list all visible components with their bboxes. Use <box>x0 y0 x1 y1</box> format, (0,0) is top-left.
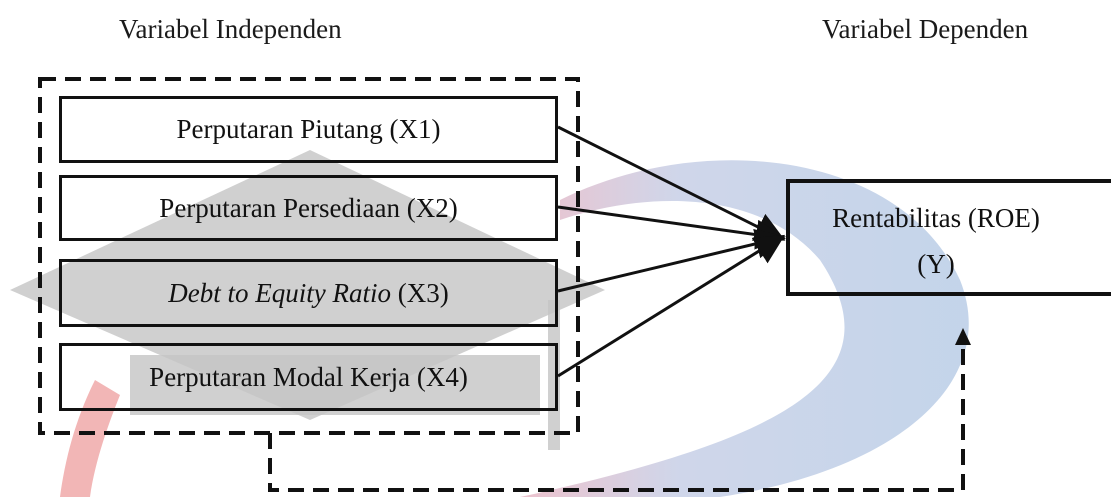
variable-label-x2: Perputaran Persediaan <box>159 192 400 223</box>
arrow-simultaneous-to-y <box>268 340 965 492</box>
watermark-cap-base <box>130 355 540 415</box>
variable-box-x2: Perputaran Persediaan (X2) <box>59 175 558 241</box>
variable-code-x4: (X4) <box>416 361 468 392</box>
dependent-code: (Y) <box>917 249 955 279</box>
variable-label-x1: Perputaran Piutang <box>176 114 383 144</box>
independent-group-border <box>38 77 580 435</box>
variable-code-x2: (X2) <box>406 192 458 223</box>
arrow-x2-to-y <box>557 205 786 250</box>
independent-heading: Variabel Independen <box>119 14 342 44</box>
arrow-x3-to-y <box>557 228 786 293</box>
variable-code-x3: (X3) <box>397 277 449 308</box>
arrow-simultaneous-head <box>955 328 971 345</box>
watermark-arc <box>520 160 969 497</box>
variable-code-x1: (X1) <box>389 114 441 144</box>
watermark-tassel <box>548 300 560 450</box>
variable-label-x4: Perputaran Modal Kerja <box>149 361 411 392</box>
variable-box-x4: Perputaran Modal Kerja (X4) <box>59 343 558 411</box>
dependent-variable-box: Rentabilitas (ROE) (Y) <box>786 179 1111 296</box>
dependent-label: Rentabilitas (ROE) <box>832 203 1040 233</box>
arrow-x1-to-y <box>557 125 786 241</box>
dependent-heading: Variabel Dependen <box>822 14 1029 44</box>
arrow-x4-to-y <box>557 234 786 378</box>
variable-box-x3: Debt to Equity Ratio (X3) <box>59 259 558 327</box>
variable-box-x1: Perputaran Piutang (X1) <box>59 96 558 163</box>
variable-label-x3: Debt to Equity Ratio <box>168 277 391 308</box>
watermark-cap-top <box>10 150 605 420</box>
